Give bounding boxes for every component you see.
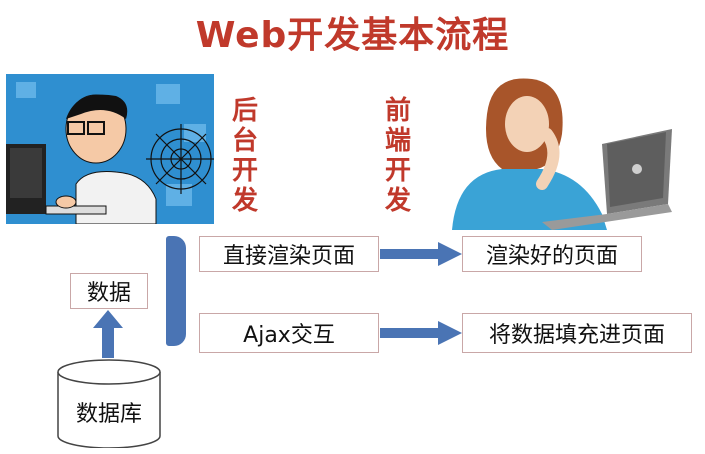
render-arrow <box>380 242 462 270</box>
fill-page-box: 将数据填充进页面 <box>462 313 692 353</box>
frontend-label-char: 发 <box>384 186 411 216</box>
database-label: 数据库 <box>75 402 142 427</box>
backend-label: 后 台 开 发 <box>228 96 262 216</box>
backend-label-char: 后 <box>231 96 258 126</box>
frontend-label: 前 端 开 发 <box>381 96 415 216</box>
frontend-label-char: 开 <box>384 156 411 186</box>
frontend-label-char: 端 <box>384 126 411 156</box>
backend-label-char: 发 <box>231 186 258 216</box>
frontend-developer-illustration <box>432 74 682 230</box>
backend-label-char: 开 <box>231 156 258 186</box>
backend-developer-illustration <box>6 74 214 225</box>
data-box: 数据 <box>70 273 148 309</box>
page-title: Web开发基本流程 <box>195 15 510 56</box>
ajax-box: Ajax交互 <box>199 313 379 353</box>
frontend-label-char: 前 <box>384 96 411 126</box>
backend-label-char: 台 <box>231 126 258 156</box>
up-arrow <box>93 310 123 362</box>
ajax-arrow <box>380 321 462 349</box>
rendered-page-box: 渲染好的页面 <box>462 236 642 272</box>
bracket-connector <box>166 236 186 346</box>
direct-render-box: 直接渲染页面 <box>199 236 379 272</box>
database-icon <box>56 356 162 452</box>
